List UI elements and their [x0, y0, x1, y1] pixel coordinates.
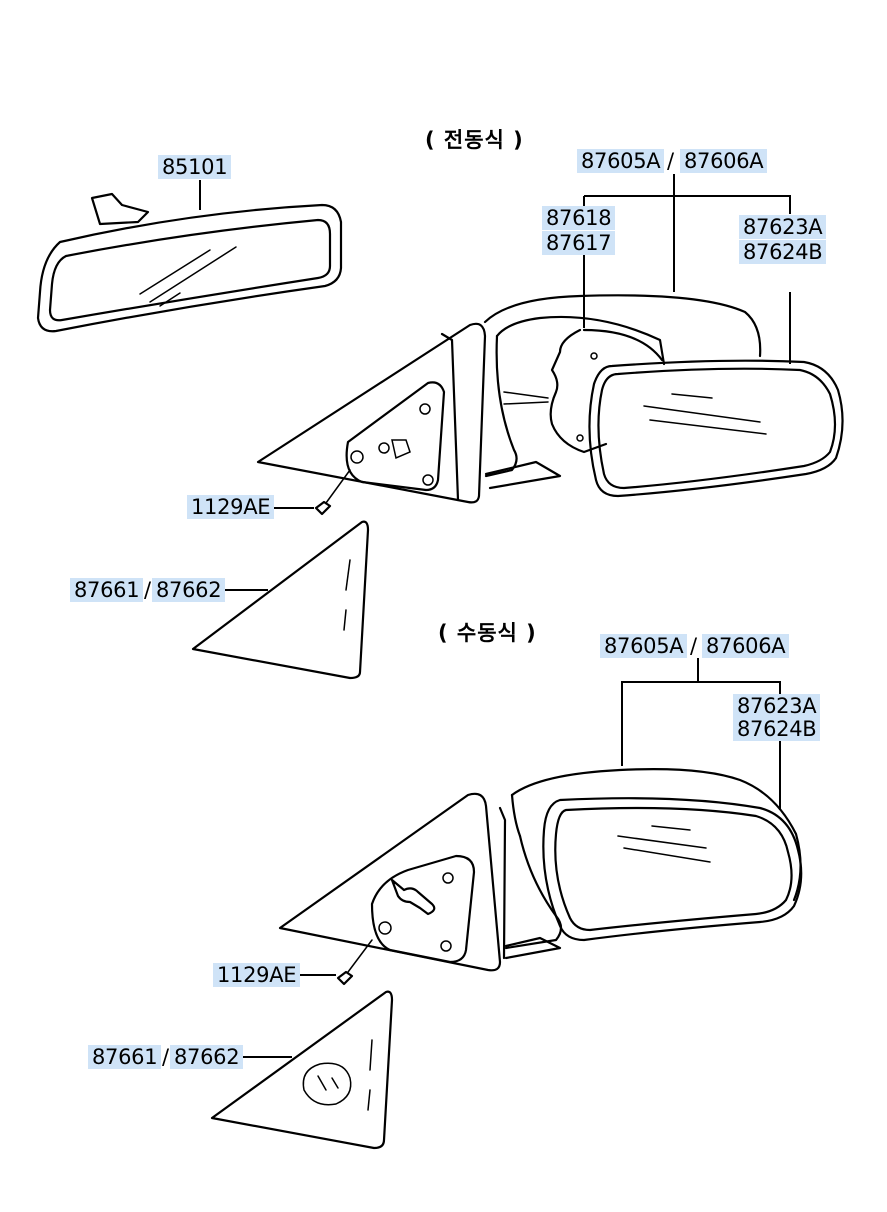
manual-mirror-base-drawing — [278, 792, 507, 972]
part-label-manual-screw[interactable]: 1129AE — [213, 963, 301, 987]
manual-mirror-glass-drawing — [542, 797, 803, 942]
part-separator: / — [690, 634, 698, 658]
leader-lines — [199, 174, 791, 1058]
part-label-power-cover-lh[interactable]: 87661 — [70, 578, 144, 602]
part-label-manual-glass-b[interactable]: 87624B — [733, 717, 821, 741]
section-title-manual: ( 수동식 ) — [438, 621, 537, 645]
part-separator: / — [162, 1045, 170, 1069]
part-label-power-glass-b[interactable]: 87624B — [739, 240, 827, 264]
part-label-manual-glass-a[interactable]: 87623A — [733, 694, 821, 718]
power-actuator-drawing — [549, 328, 664, 454]
manual-screw-drawing — [336, 939, 373, 986]
manual-cover-drawing — [210, 990, 394, 1150]
power-cover-drawing — [191, 520, 370, 680]
inside-mirror-drawing — [36, 192, 343, 333]
part-separator: / — [144, 578, 152, 602]
part-label-manual-mirror-assy-rh[interactable]: 87606A — [702, 634, 790, 658]
part-separator: / — [667, 149, 675, 173]
part-label-power-cover-rh[interactable]: 87662 — [152, 578, 226, 602]
part-label-manual-cover-rh[interactable]: 87662 — [170, 1045, 244, 1069]
power-mirror-base-drawing — [256, 322, 487, 504]
part-label-inside-mirror[interactable]: 85101 — [158, 155, 232, 179]
power-mirror-housing-drawing — [483, 294, 762, 490]
section-title-power: ( 전동식 ) — [425, 128, 524, 152]
power-screw-drawing — [314, 469, 351, 516]
part-label-power-screw[interactable]: 1129AE — [187, 495, 275, 519]
part-label-power-mirror-assy-lh[interactable]: 87605A — [577, 149, 665, 173]
manual-mirror-housing-drawing — [504, 768, 802, 960]
part-label-power-glass-a[interactable]: 87623A — [739, 215, 827, 239]
power-mirror-glass-drawing — [588, 359, 844, 498]
part-label-manual-cover-lh[interactable]: 87661 — [88, 1045, 162, 1069]
part-label-power-actuator-a[interactable]: 87618 — [542, 206, 616, 230]
part-label-manual-mirror-assy-lh[interactable]: 87605A — [600, 634, 688, 658]
part-label-power-actuator-b[interactable]: 87617 — [542, 231, 616, 255]
part-label-power-mirror-assy-rh[interactable]: 87606A — [680, 149, 768, 173]
